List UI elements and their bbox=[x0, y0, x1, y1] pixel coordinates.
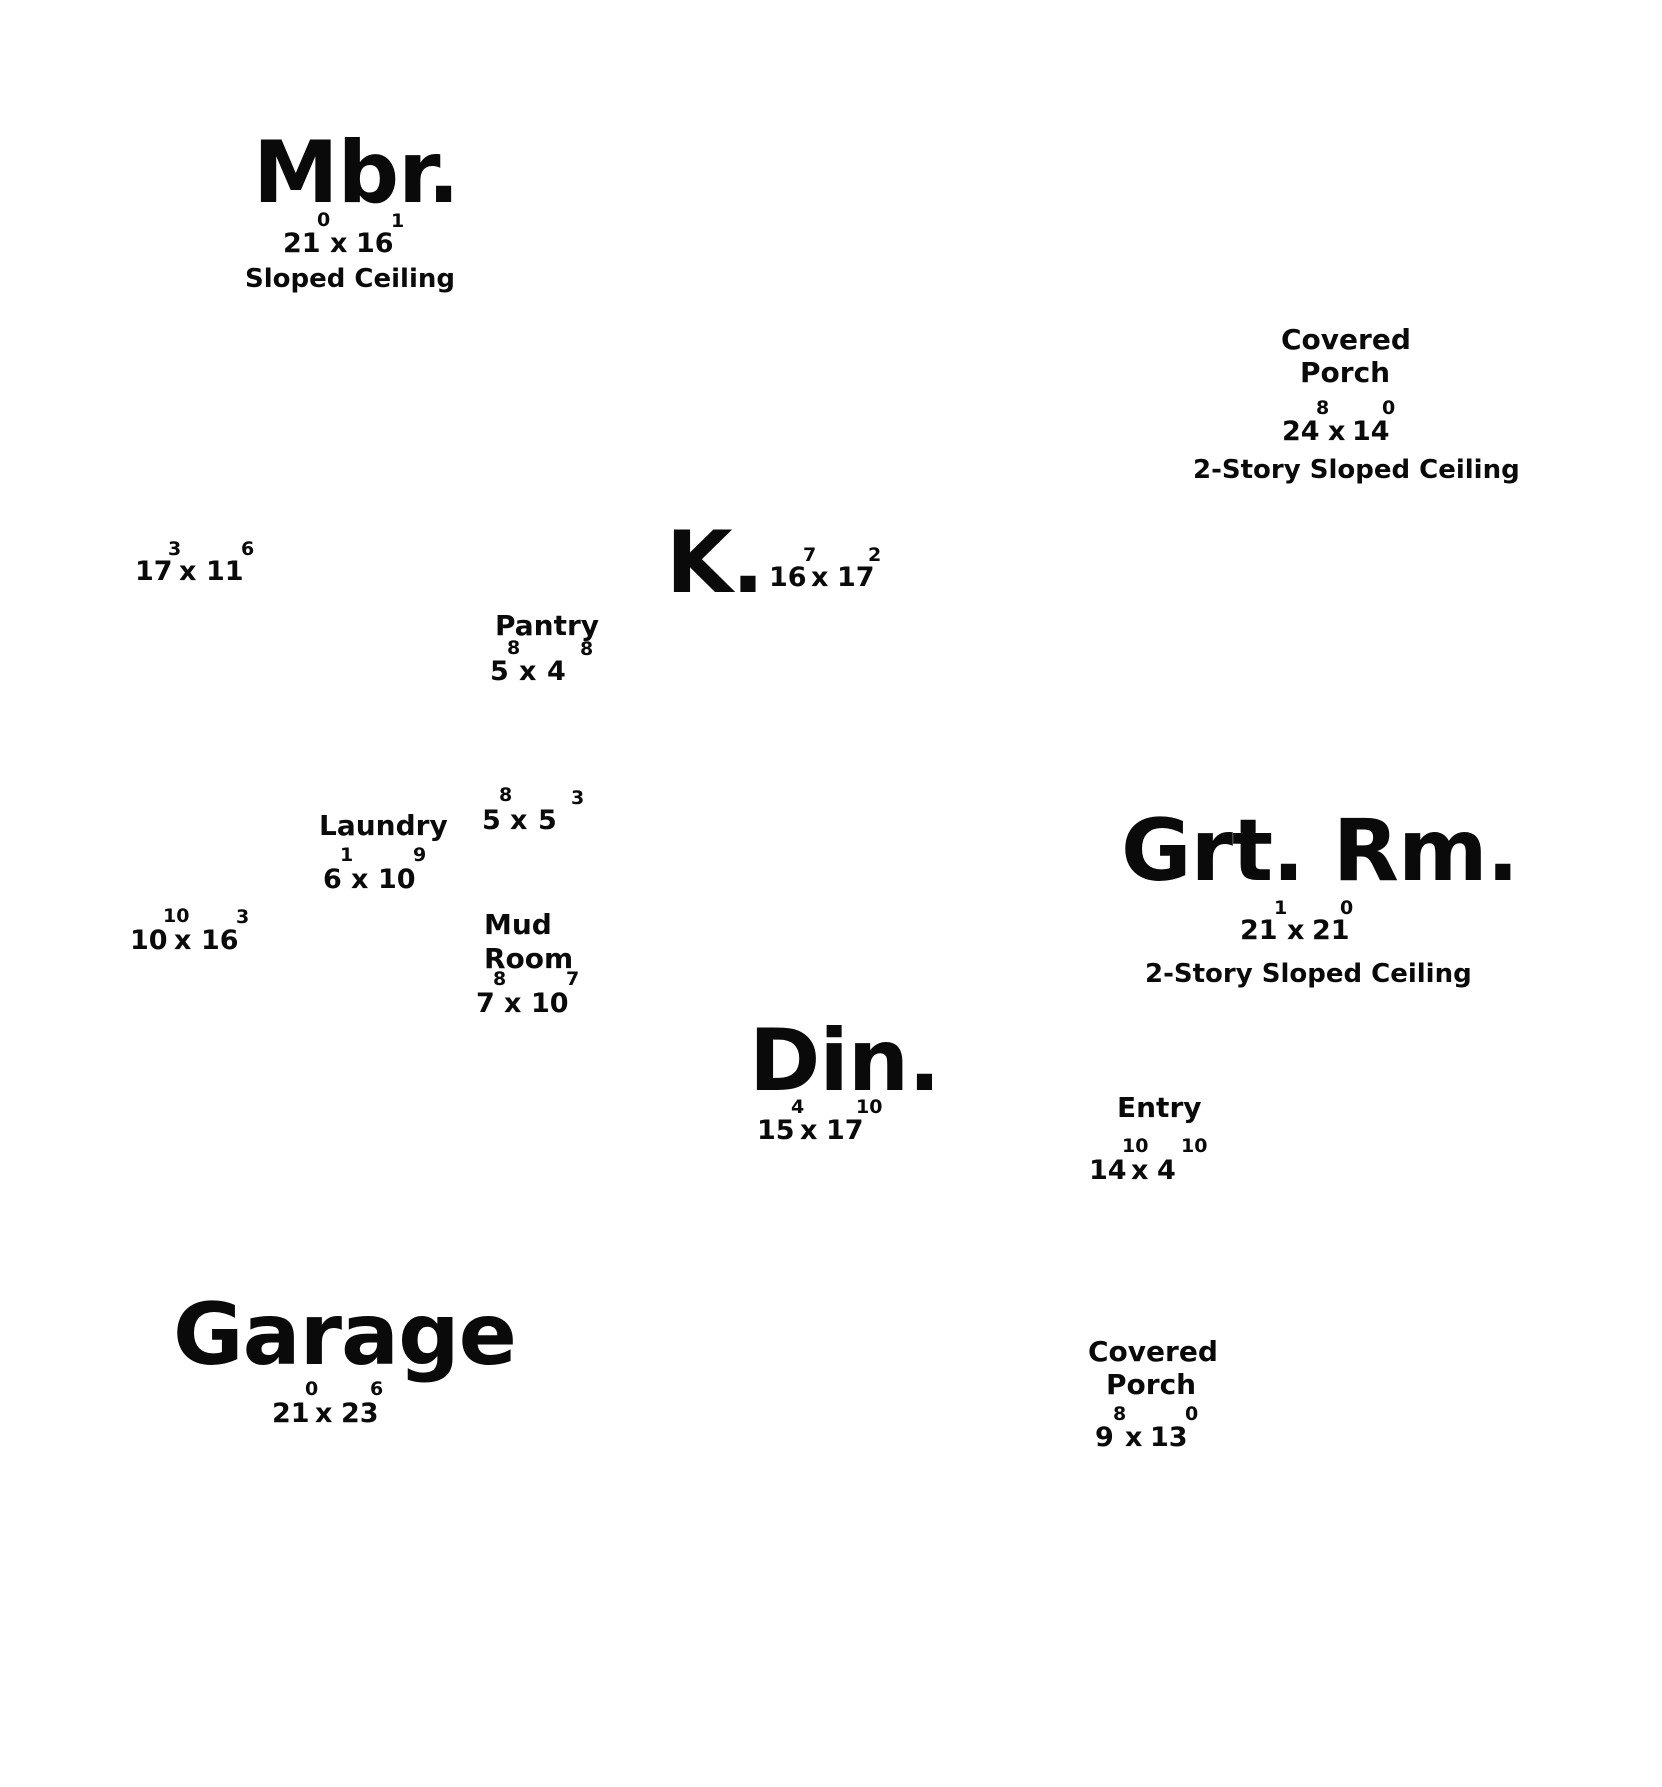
entry-name: Entry bbox=[1117, 1091, 1202, 1124]
dining-name: Din. bbox=[749, 1011, 941, 1111]
covered-porch-top-note: 2-Story Sloped Ceiling bbox=[1193, 455, 1520, 485]
kitchen-x: x bbox=[811, 562, 829, 593]
covered-porch-bottom-name-2: Porch bbox=[1106, 1368, 1197, 1401]
mud-room-x: x bbox=[504, 988, 522, 1019]
room-5x5-dim-b: 5 bbox=[538, 805, 557, 836]
covered-porch-top-dim-a: 24 bbox=[1282, 416, 1320, 447]
pantry-name: Pantry bbox=[495, 609, 600, 642]
laundry-dim-a: 6 bbox=[323, 864, 342, 895]
room-17x11-x: x bbox=[179, 556, 197, 587]
covered-porch-bottom-x: x bbox=[1125, 1422, 1143, 1453]
garage-dim-a: 21 bbox=[272, 1398, 310, 1429]
dining-dim-b: 17 bbox=[826, 1115, 864, 1146]
room-5x5-sup-a: 8 bbox=[499, 784, 513, 806]
room-17x11-sup-b: 6 bbox=[241, 538, 255, 560]
master-bedroom-sup-a: 0 bbox=[317, 209, 331, 231]
mud-room-name-1: Mud bbox=[484, 908, 552, 941]
covered-porch-top-name-2: Porch bbox=[1300, 356, 1391, 389]
kitchen-dim-b: 17 bbox=[837, 562, 875, 593]
laundry-name: Laundry bbox=[319, 809, 448, 842]
dining-dim-a: 15 bbox=[757, 1115, 795, 1146]
covered-porch-bottom-dim-a: 9 bbox=[1095, 1422, 1114, 1453]
great-room-name: Grt. Rm. bbox=[1121, 801, 1519, 901]
room-17x11-dim-b: 11 bbox=[206, 556, 244, 587]
great-room-sup-a: 1 bbox=[1274, 897, 1288, 919]
garage-sup-b: 6 bbox=[370, 1378, 384, 1400]
room-10x16-sup-b: 3 bbox=[236, 906, 250, 928]
entry-dim-b: 4 bbox=[1157, 1155, 1176, 1186]
kitchen-sup-a: 7 bbox=[803, 544, 817, 566]
covered-porch-bottom-name-1: Covered bbox=[1088, 1335, 1218, 1368]
master-bedroom-dim-b: 16 bbox=[356, 228, 394, 259]
dining-sup-a: 4 bbox=[791, 1096, 805, 1118]
laundry-x: x bbox=[351, 864, 369, 895]
laundry-dim-b: 10 bbox=[378, 864, 416, 895]
garage-dim-b: 23 bbox=[341, 1398, 379, 1429]
pantry-sup-b: 8 bbox=[580, 638, 594, 660]
garage-sup-a: 0 bbox=[305, 1378, 319, 1400]
covered-porch-top-x: x bbox=[1328, 416, 1346, 447]
covered-porch-top-dim-b: 14 bbox=[1352, 416, 1390, 447]
pantry-dim-b: 4 bbox=[547, 656, 566, 687]
mud-room-dim-a: 7 bbox=[476, 988, 495, 1019]
kitchen-sup-b: 2 bbox=[868, 544, 882, 566]
great-room-x: x bbox=[1287, 915, 1305, 946]
pantry-dim-a: 5 bbox=[490, 656, 509, 687]
mud-room-name-2: Room bbox=[484, 942, 574, 975]
room-10x16-dim-a: 10 bbox=[130, 925, 168, 956]
covered-porch-top-name-1: Covered bbox=[1281, 323, 1411, 356]
garage-name: Garage bbox=[173, 1285, 517, 1385]
entry-sup-b: 10 bbox=[1181, 1135, 1208, 1157]
master-bedroom-note: Sloped Ceiling bbox=[245, 264, 455, 294]
great-room-note: 2-Story Sloped Ceiling bbox=[1145, 959, 1472, 989]
room-17x11-dim-a: 17 bbox=[135, 556, 173, 587]
laundry-sup-b: 9 bbox=[413, 844, 427, 866]
room-10x16-sup-a: 10 bbox=[163, 905, 190, 927]
great-room-sup-b: 0 bbox=[1340, 897, 1354, 919]
covered-porch-bottom-dim-b: 13 bbox=[1150, 1422, 1188, 1453]
garage-x: x bbox=[315, 1398, 333, 1429]
master-bedroom-name: Mbr. bbox=[253, 123, 460, 223]
covered-porch-top-sup-a: 8 bbox=[1316, 397, 1330, 419]
master-bedroom-x: x bbox=[330, 228, 348, 259]
dining-x: x bbox=[800, 1115, 818, 1146]
kitchen-name: K. bbox=[666, 513, 764, 613]
room-10x16-dim-b: 16 bbox=[201, 925, 239, 956]
mud-room-dim-b: 10 bbox=[531, 988, 569, 1019]
dining-sup-b: 10 bbox=[856, 1096, 883, 1118]
pantry-x: x bbox=[519, 656, 537, 687]
mud-room-sup-a: 8 bbox=[493, 968, 507, 990]
mud-room-sup-b: 7 bbox=[566, 968, 580, 990]
entry-dim-a: 14 bbox=[1089, 1155, 1127, 1186]
covered-porch-top-sup-b: 0 bbox=[1382, 397, 1396, 419]
covered-porch-bottom-sup-a: 8 bbox=[1113, 1403, 1127, 1425]
pantry-sup-a: 8 bbox=[507, 637, 521, 659]
master-bedroom-sup-b: 1 bbox=[391, 210, 405, 232]
master-bedroom-dim-a: 21 bbox=[283, 228, 321, 259]
kitchen-dim-a: 16 bbox=[769, 562, 807, 593]
room-5x5-x: x bbox=[510, 805, 528, 836]
room-17x11-sup-a: 3 bbox=[168, 538, 182, 560]
room-10x16-x: x bbox=[174, 925, 192, 956]
great-room-dim-a: 21 bbox=[1240, 915, 1278, 946]
room-5x5-dim-a: 5 bbox=[482, 805, 501, 836]
covered-porch-bottom-sup-b: 0 bbox=[1185, 1403, 1199, 1425]
entry-x: x bbox=[1131, 1155, 1149, 1186]
great-room-dim-b: 21 bbox=[1312, 915, 1350, 946]
laundry-sup-a: 1 bbox=[340, 844, 354, 866]
entry-sup-a: 10 bbox=[1122, 1135, 1149, 1157]
room-5x5-sup-b: 3 bbox=[571, 787, 585, 809]
